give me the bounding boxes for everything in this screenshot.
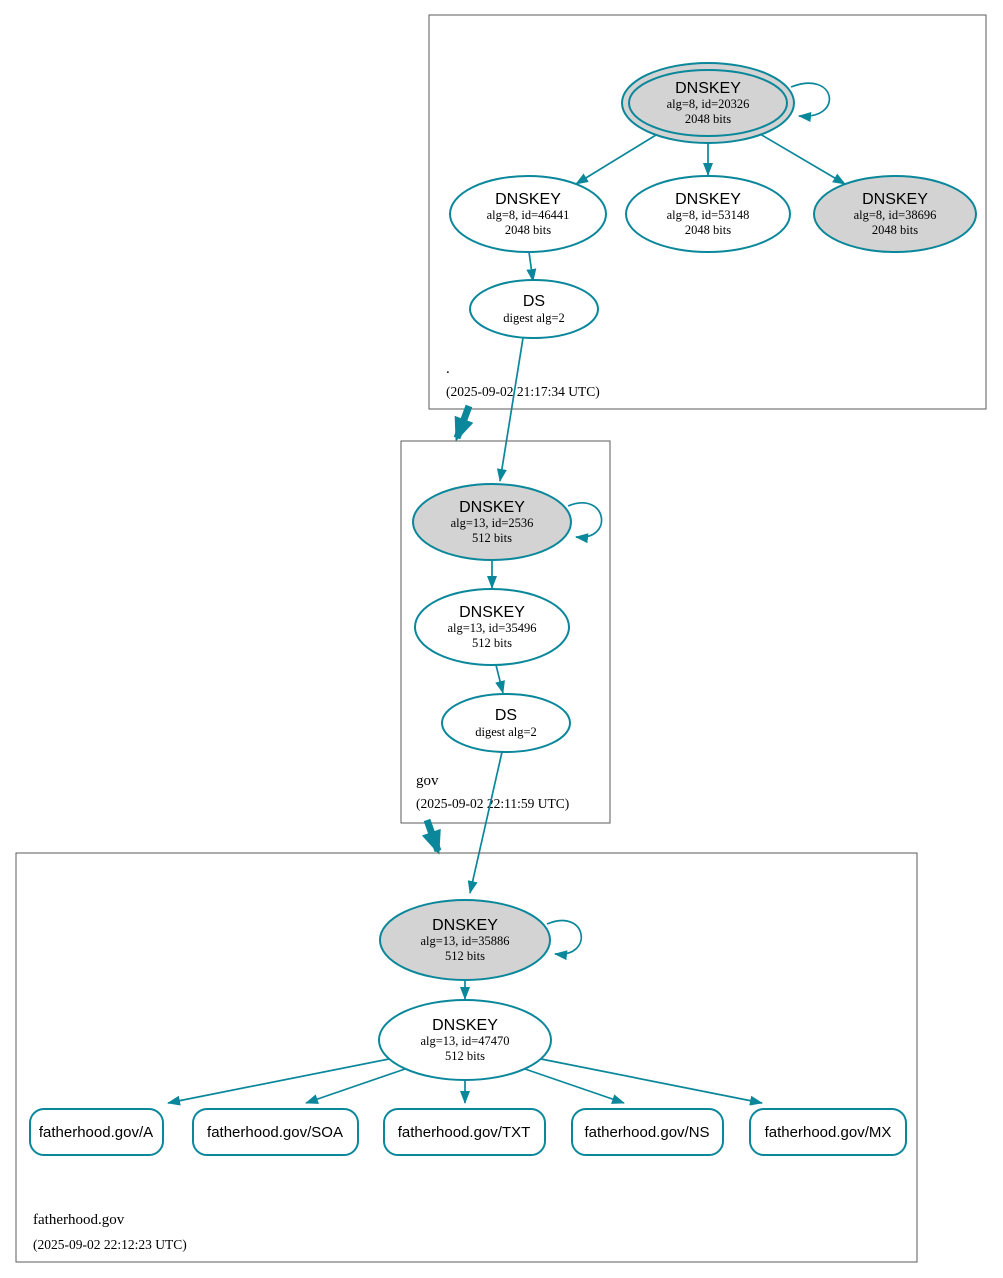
root-zsk53148-bits: 2048 bits bbox=[685, 223, 731, 237]
fatherhood-ksk-title: DNSKEY bbox=[432, 917, 498, 934]
node-rrset-mx[interactable]: fatherhood.gov/MX bbox=[749, 1108, 907, 1156]
node-rrset-a[interactable]: fatherhood.gov/A bbox=[29, 1108, 164, 1156]
gov-ds-detail: digest alg=2 bbox=[475, 725, 537, 739]
zone-border-gov bbox=[400, 440, 611, 824]
fatherhood-zsk-bits: 512 bits bbox=[445, 1049, 485, 1063]
fatherhood-zsk-title: DNSKEY bbox=[432, 1017, 498, 1034]
root-zsk46441-bits: 2048 bits bbox=[505, 223, 551, 237]
root-ds-detail: digest alg=2 bbox=[503, 311, 565, 325]
edge-root-ksk-to-zsk38696 bbox=[759, 133, 846, 185]
node-root-ds[interactable]: DS digest alg=2 bbox=[469, 279, 599, 339]
node-gov-zsk-dnskey[interactable]: DNSKEY alg=13, id=35496 512 bits bbox=[414, 588, 570, 666]
zone-box-fatherhood: DNSKEY alg=13, id=35886 512 bits DNSKEY … bbox=[15, 852, 918, 1263]
edge-gov-ksk-selfloop bbox=[567, 502, 603, 544]
node-rrset-ns[interactable]: fatherhood.gov/NS bbox=[571, 1108, 724, 1156]
gov-ksk-bits: 512 bits bbox=[472, 531, 512, 545]
zone-border-root bbox=[428, 14, 987, 410]
root-ksk-bits: 2048 bits bbox=[685, 112, 731, 126]
root-ksk-title: DNSKEY bbox=[675, 80, 741, 97]
edge-fatherhood-ksk-selfloop bbox=[546, 919, 583, 961]
node-root-zsk-46441[interactable]: DNSKEY alg=8, id=46441 2048 bits bbox=[449, 175, 607, 253]
gov-ds-title: DS bbox=[495, 707, 517, 724]
root-zsk53148-detail: alg=8, id=53148 bbox=[667, 208, 750, 222]
node-root-zsk-38696[interactable]: DNSKEY alg=8, id=38696 2048 bits bbox=[813, 175, 977, 253]
zone-timestamp-fatherhood: (2025-09-02 22:12:23 UTC) bbox=[33, 1237, 187, 1252]
zone-name-gov: gov bbox=[416, 773, 439, 789]
gov-zsk-detail: alg=13, id=35496 bbox=[447, 621, 536, 635]
zone-timestamp-root: (2025-09-02 21:17:34 UTC) bbox=[446, 384, 600, 399]
zone-box-gov: DNSKEY alg=13, id=2536 512 bits DNSKEY a… bbox=[400, 440, 611, 824]
gov-ksk-title: DNSKEY bbox=[459, 499, 525, 516]
zone-box-root: DNSKEY alg=8, id=20326 2048 bits DNSKEY … bbox=[428, 14, 987, 410]
edge-gov-delegation-to-fatherhood bbox=[421, 818, 442, 855]
root-zsk46441-detail: alg=8, id=46441 bbox=[487, 208, 570, 222]
edge-fatherhood-zsk-to-ns bbox=[524, 1068, 625, 1104]
node-fatherhood-zsk-dnskey[interactable]: DNSKEY alg=13, id=47470 512 bits bbox=[378, 999, 552, 1081]
root-ksk-detail: alg=8, id=20326 bbox=[667, 97, 750, 111]
rrset-ns-label: fatherhood.gov/NS bbox=[584, 1124, 709, 1141]
edge-root-ds-to-gov-ksk bbox=[496, 337, 524, 482]
zone-border-fatherhood bbox=[15, 852, 918, 1263]
gov-zsk-title: DNSKEY bbox=[459, 604, 525, 621]
root-zsk46441-title: DNSKEY bbox=[495, 191, 561, 208]
rrset-mx-label: fatherhood.gov/MX bbox=[765, 1124, 892, 1141]
edge-root-zsk-to-ds bbox=[526, 251, 537, 282]
node-rrset-soa[interactable]: fatherhood.gov/SOA bbox=[192, 1108, 359, 1156]
fatherhood-ksk-bits: 512 bits bbox=[445, 949, 485, 963]
root-zsk53148-title: DNSKEY bbox=[675, 191, 741, 208]
node-root-ksk-dnskey[interactable]: DNSKEY alg=8, id=20326 2048 bits bbox=[621, 62, 795, 144]
edge-root-delegation-to-gov bbox=[453, 404, 474, 442]
gov-ksk-detail: alg=13, id=2536 bbox=[451, 516, 534, 530]
fatherhood-ksk-detail: alg=13, id=35886 bbox=[420, 934, 509, 948]
node-root-zsk-53148[interactable]: DNSKEY alg=8, id=53148 2048 bits bbox=[625, 175, 791, 253]
node-rrset-txt[interactable]: fatherhood.gov/TXT bbox=[383, 1108, 546, 1156]
edge-gov-ds-to-fatherhood-ksk bbox=[467, 751, 503, 894]
zone-name-root: . bbox=[446, 361, 450, 377]
root-ds-title: DS bbox=[523, 293, 545, 310]
gov-zsk-bits: 512 bits bbox=[472, 636, 512, 650]
root-zsk38696-bits: 2048 bits bbox=[872, 223, 918, 237]
rrset-soa-label: fatherhood.gov/SOA bbox=[207, 1124, 343, 1141]
node-gov-ksk-dnskey[interactable]: DNSKEY alg=13, id=2536 512 bits bbox=[412, 483, 572, 561]
edge-fatherhood-zsk-to-a bbox=[167, 1058, 390, 1106]
node-gov-ds[interactable]: DS digest alg=2 bbox=[441, 693, 571, 753]
root-zsk38696-detail: alg=8, id=38696 bbox=[854, 208, 937, 222]
edge-fatherhood-zsk-to-mx bbox=[540, 1058, 763, 1106]
root-zsk38696-title: DNSKEY bbox=[862, 191, 928, 208]
edge-root-ksk-selfloop bbox=[790, 82, 831, 123]
rrset-txt-label: fatherhood.gov/TXT bbox=[398, 1124, 531, 1141]
rrset-a-label: fatherhood.gov/A bbox=[39, 1124, 153, 1141]
fatherhood-zsk-detail: alg=13, id=47470 bbox=[420, 1034, 509, 1048]
edge-root-ksk-to-zsk46441 bbox=[575, 134, 657, 185]
node-fatherhood-ksk-dnskey[interactable]: DNSKEY alg=13, id=35886 512 bits bbox=[379, 899, 551, 981]
zone-timestamp-gov: (2025-09-02 22:11:59 UTC) bbox=[416, 796, 569, 811]
edge-fatherhood-zsk-to-soa bbox=[305, 1068, 406, 1104]
edge-gov-zsk-to-ds bbox=[495, 664, 505, 694]
zone-name-fatherhood: fatherhood.gov bbox=[33, 1212, 125, 1228]
